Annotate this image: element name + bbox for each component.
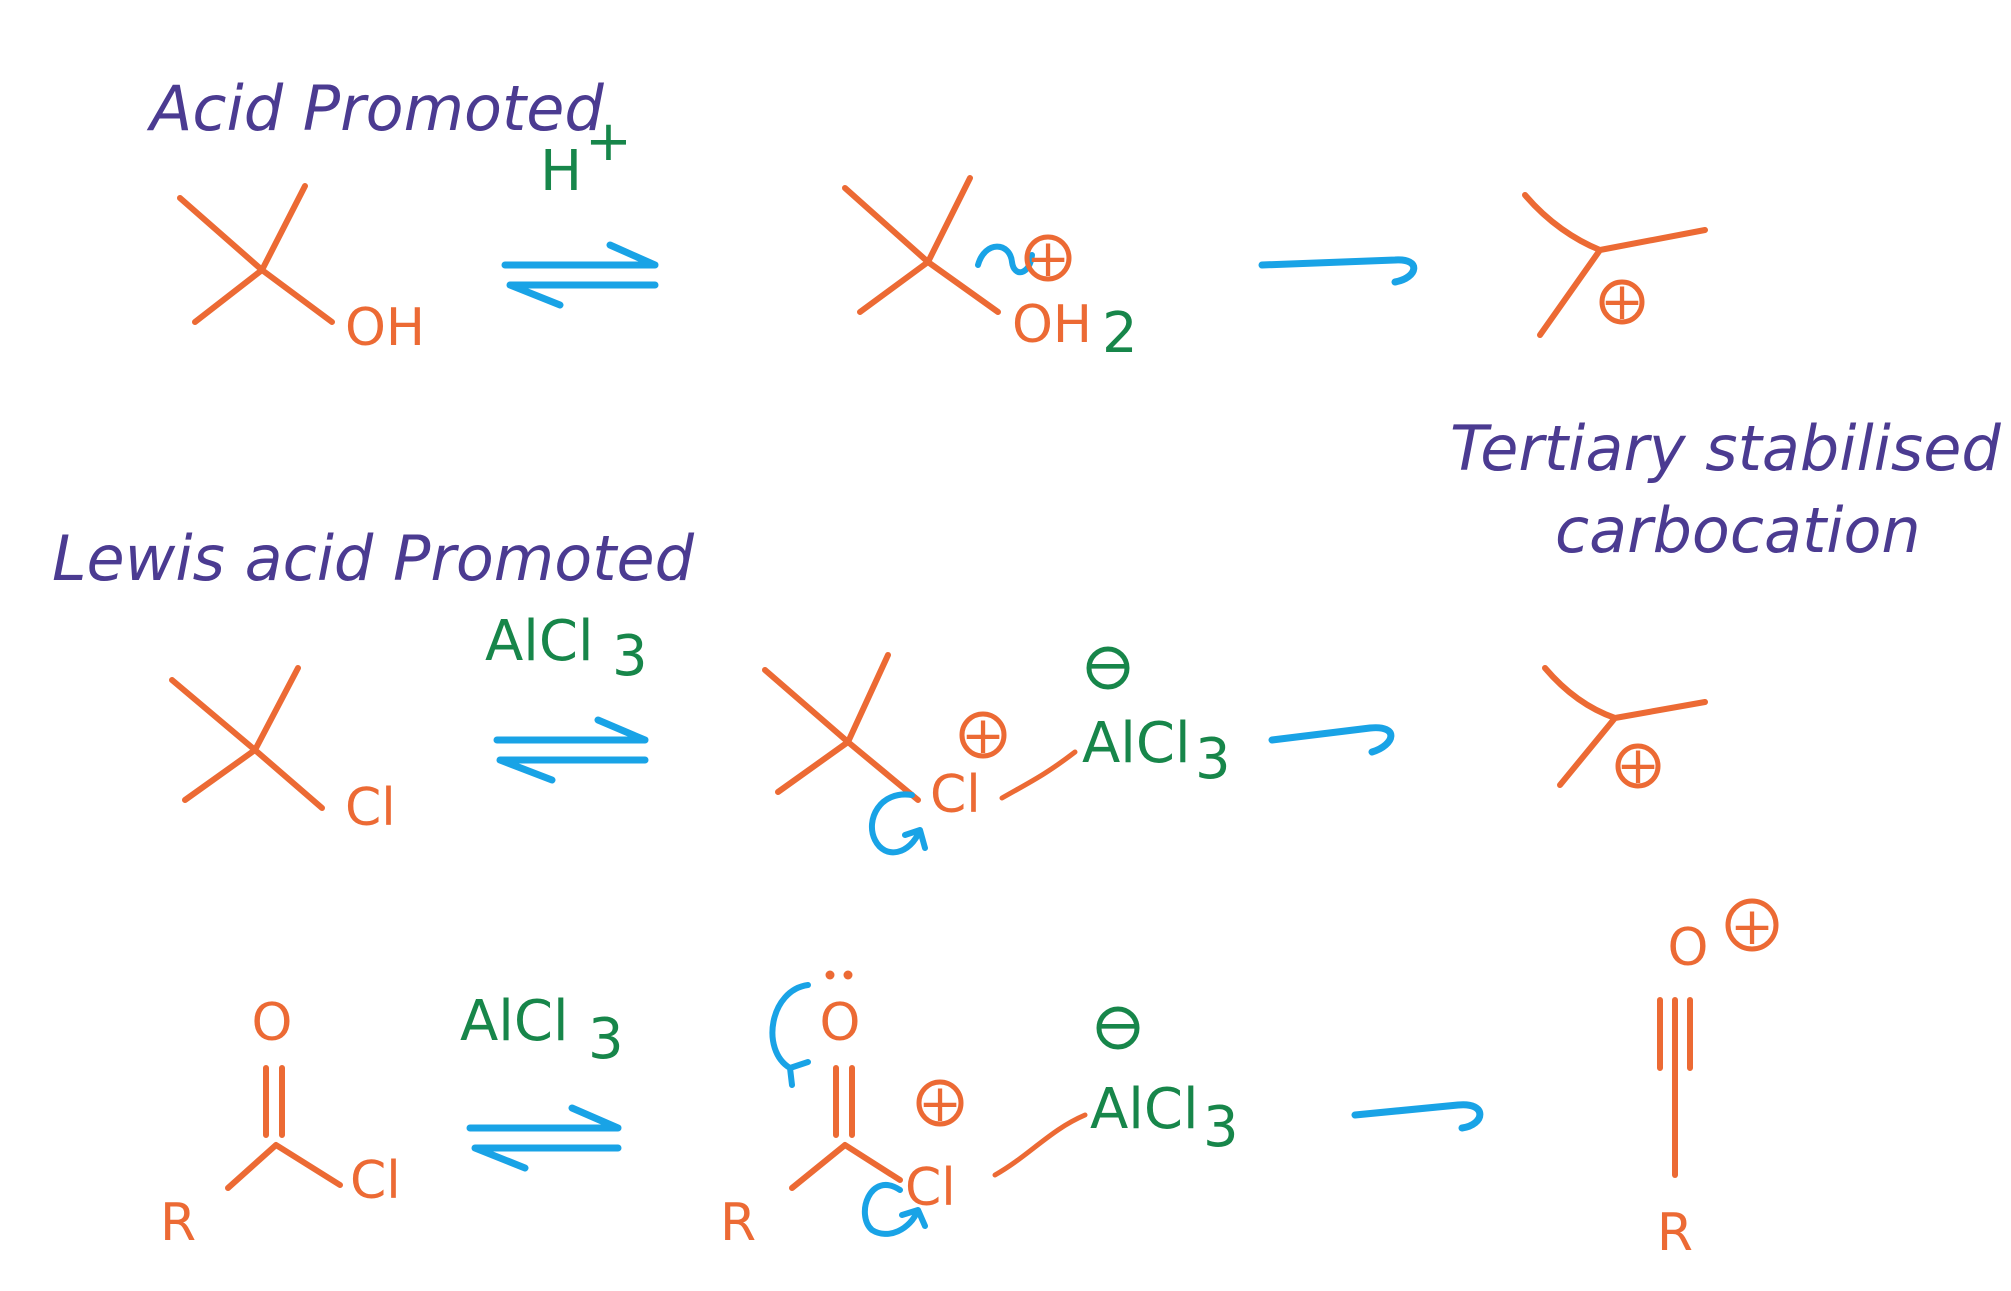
acyl-chloride: O R Cl (160, 993, 401, 1253)
atom-cl-complex-row3: Cl (905, 1158, 956, 1218)
atom-cl-complex: Cl (930, 765, 981, 825)
protonated-alcohol: + OH 2 (842, 175, 1138, 366)
atom-alcl3-row2: AlCl (1082, 711, 1191, 776)
charge-plus-cl-row3: + (918, 1074, 962, 1134)
equilibrium-arrow-3 (466, 1104, 622, 1172)
reagent-h: H (540, 139, 582, 204)
acyl-alcl3-complex: O R Cl + − AlCl 3 (720, 970, 1239, 1253)
acylium-ion: O + R (1657, 897, 1779, 1263)
plus-charge-circle (1615, 743, 1661, 789)
atom-alcl3-row3: AlCl (1090, 1077, 1199, 1142)
atom-alcl3-row2-sub: 3 (1195, 727, 1231, 792)
curly-arrow-cl-leaving-row3 (861, 1182, 928, 1237)
tert-butyl-chloride: Cl (169, 665, 396, 838)
atom-cl: Cl (345, 778, 396, 838)
atom-alcl3-row3-sub: 3 (1203, 1095, 1239, 1160)
atom-r-acylium: R (1657, 1203, 1693, 1263)
minus-charge-circle (1096, 1006, 1140, 1050)
tert-butanol: OH (177, 183, 425, 358)
heading-carbocation: carbocation (1555, 494, 1921, 567)
charge-plus-oh2: + (1026, 229, 1070, 289)
charge-minus-al-row3: − (1095, 993, 1142, 1058)
charge-plus-cl: + (961, 706, 1005, 766)
plus-charge-circle (916, 1079, 964, 1127)
atom-o-acyl: O (252, 993, 293, 1053)
curly-arrow-o-lone-pair (769, 982, 811, 1088)
curly-arrow-cl-leaving (868, 791, 928, 856)
charge-plus-cation-1: + (1600, 272, 1644, 332)
atom-o-complex: O (820, 993, 861, 1053)
reagent-alcl3-row2: AlCl (485, 609, 594, 674)
reaction-arrow-2 (1268, 724, 1395, 756)
atom-o-acylium: O (1668, 918, 1709, 978)
atom-oh: OH (345, 298, 425, 358)
plus-charge-circle (1024, 234, 1072, 282)
heading-lewis-acid-promoted: Lewis acid Promoted (52, 522, 695, 595)
charge-plus-acylium: + (1730, 897, 1774, 957)
plus-charge-circle (1725, 898, 1779, 952)
plus-charge-circle (1599, 279, 1645, 325)
reagent-alcl3-row3-sub: 3 (588, 1007, 624, 1072)
heading-tertiary-stabilised: Tertiary stabilised (1450, 412, 2001, 485)
reaction-arrow-3 (1351, 1101, 1484, 1132)
tert-butyl-cation-2: + (1542, 665, 1708, 796)
plus-charge-circle (959, 711, 1007, 759)
minus-charge-circle (1086, 646, 1130, 690)
atom-r-acyl: R (160, 1193, 196, 1253)
atom-cl-acyl: Cl (350, 1151, 401, 1211)
charge-minus-al: − (1085, 633, 1132, 698)
atom-oh2-sub: 2 (1102, 301, 1138, 366)
bond-cl-al (999, 749, 1078, 801)
chloride-alcl3-complex: + Cl − AlCl 3 (762, 633, 1231, 856)
reagent-h-plus: + (585, 109, 632, 174)
reagent-alcl3-row3: AlCl (460, 989, 569, 1054)
charge-plus-cation-2: + (1616, 736, 1660, 796)
heading-acid-promoted: Acid Promoted (146, 72, 604, 145)
curly-arrow-leaving-water (975, 243, 1035, 276)
bond-cl-al-row3 (992, 1112, 1088, 1178)
equilibrium-arrow-2 (493, 716, 649, 784)
reagent-alcl3-row2-sub: 3 (612, 624, 648, 689)
reaction-arrow-1 (1258, 256, 1418, 286)
equilibrium-arrow-1 (501, 241, 659, 309)
atom-r-complex: R (720, 1193, 756, 1253)
tert-butyl-cation-1: + (1522, 192, 1708, 338)
atom-oh2: OH (1012, 295, 1092, 355)
